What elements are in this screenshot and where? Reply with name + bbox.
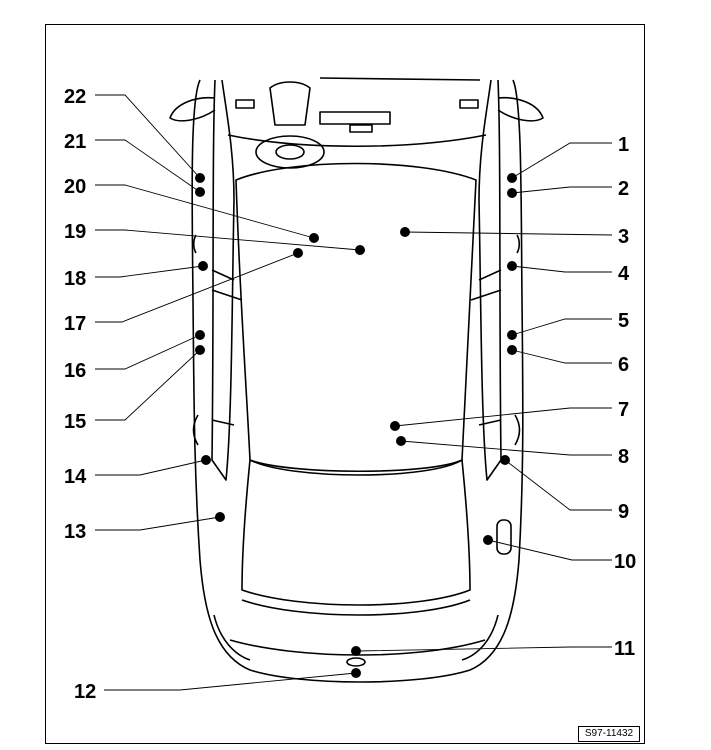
dot-6: [507, 345, 517, 355]
dot-5: [507, 330, 517, 340]
dot-9: [500, 455, 510, 465]
dot-19: [355, 245, 365, 255]
car-outline: [169, 77, 544, 683]
callout-18: 18: [64, 268, 86, 290]
leader-lines: [95, 94, 613, 691]
callout-6: 6: [618, 354, 629, 376]
callout-22: 22: [64, 86, 86, 108]
figure-reference-code: S97-11432: [578, 726, 640, 742]
dot-13: [215, 512, 225, 522]
dot-21: [195, 187, 205, 197]
callout-12: 12: [74, 681, 96, 703]
dot-18: [198, 261, 208, 271]
dot-16: [195, 330, 205, 340]
dot-10: [483, 535, 493, 545]
dot-7: [390, 421, 400, 431]
callout-9: 9: [618, 501, 629, 523]
callout-2: 2: [618, 178, 629, 200]
dot-4: [507, 261, 517, 271]
callout-13: 13: [64, 521, 86, 543]
callout-11: 11: [614, 638, 635, 660]
dot-3: [400, 227, 410, 237]
callout-1: 1: [618, 134, 629, 156]
callout-10: 10: [614, 551, 636, 573]
dot-14: [201, 455, 211, 465]
callout-7: 7: [618, 399, 629, 421]
callout-14: 14: [64, 466, 87, 488]
dot-1: [507, 173, 517, 183]
callout-17: 17: [64, 313, 86, 335]
callout-19: 19: [64, 221, 86, 243]
callout-15: 15: [64, 411, 86, 433]
callout-dots: [195, 173, 517, 678]
dot-12: [351, 668, 361, 678]
callout-3: 3: [618, 226, 629, 248]
dot-8: [396, 436, 406, 446]
dot-22: [195, 173, 205, 183]
dot-11: [351, 646, 361, 656]
dot-17: [293, 248, 303, 258]
callout-4: 4: [618, 263, 630, 285]
figure-frame: [45, 24, 645, 744]
callout-5: 5: [618, 310, 629, 332]
callout-20: 20: [64, 176, 86, 198]
dot-20: [309, 233, 319, 243]
dot-2: [507, 188, 517, 198]
callout-16: 16: [64, 360, 86, 382]
callout-21: 21: [64, 131, 86, 153]
dot-15: [195, 345, 205, 355]
callout-labels: 1 2 3 4 5 6 7 8 9 10 11 12 13 14 15 16 1…: [64, 86, 636, 703]
callout-8: 8: [618, 446, 629, 468]
